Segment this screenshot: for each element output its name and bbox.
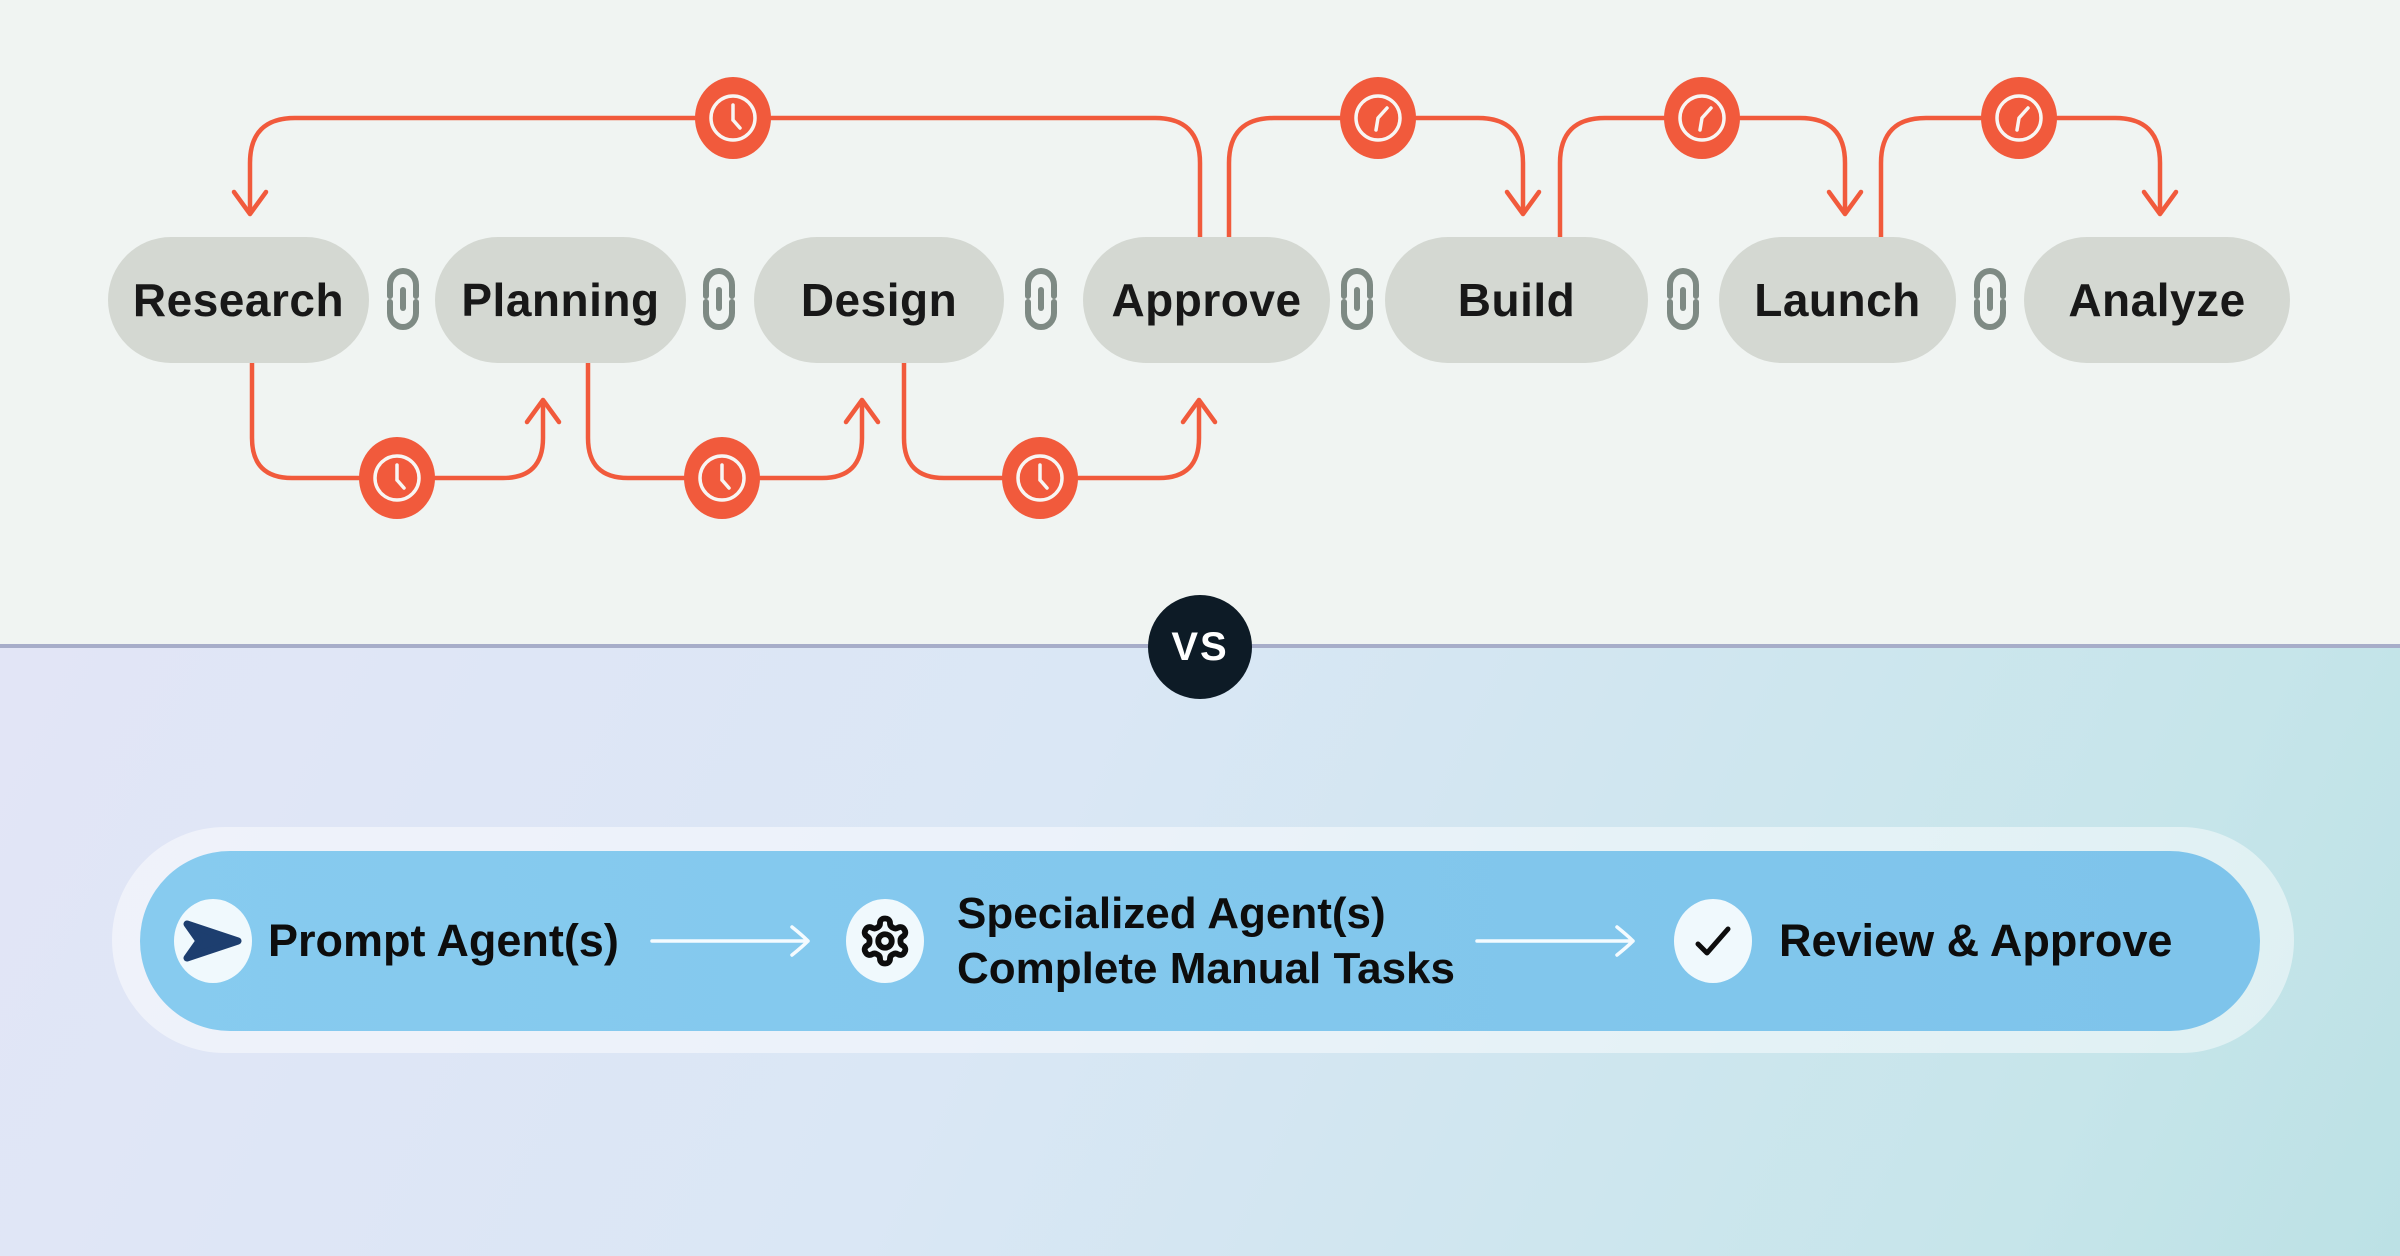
step-label: Analyze <box>2068 274 2246 326</box>
clock-icon <box>693 75 773 161</box>
step-pill-analyze: Analyze <box>2024 237 2290 363</box>
chain-link-icon <box>1028 271 1054 327</box>
arrowhead-down <box>2141 189 2179 217</box>
arrowhead-down <box>1826 189 1864 217</box>
agent-step-label-line2: Complete Manual Tasks <box>957 944 1455 993</box>
arrowhead-down <box>1504 189 1542 217</box>
arrowhead-up <box>1180 397 1218 425</box>
step-pill-build: Build <box>1385 237 1648 363</box>
flow-arrows-layer <box>231 75 2179 521</box>
arrowhead-down <box>231 189 269 217</box>
agent-flow-bar <box>140 851 2260 1031</box>
send-icon <box>183 920 242 962</box>
timer-icon <box>1338 75 1418 161</box>
agent-step-label-line1: Specialized Agent(s) <box>957 889 1386 938</box>
step-pill-planning: Planning <box>435 237 686 363</box>
agent-step-label: Review & Approve <box>1779 915 2173 966</box>
step-pill-launch: Launch <box>1719 237 1956 363</box>
step-pill-approve: Approve <box>1083 237 1330 363</box>
arrowhead-up <box>524 397 562 425</box>
clock-icon <box>682 435 762 521</box>
step-label: Planning <box>461 274 660 326</box>
flow-arrow-icon <box>650 925 810 957</box>
agent-step-label: Prompt Agent(s) <box>268 915 619 966</box>
gear-icon <box>861 915 909 967</box>
step-label: Approve <box>1111 274 1302 326</box>
clock-icon <box>357 435 437 521</box>
chain-link-icon <box>1670 271 1696 327</box>
check-icon <box>1695 926 1731 956</box>
step-label: Research <box>132 274 345 326</box>
agent-step-label-multiline: Specialized Agent(s) Complete Manual Tas… <box>957 851 1455 1031</box>
step-label: Launch <box>1754 274 1921 326</box>
chain-link-icon <box>706 271 732 327</box>
gear-icon-circle <box>846 899 924 983</box>
flow-arrow-icon <box>1475 925 1635 957</box>
vs-badge: VS <box>1148 595 1252 699</box>
clock-icon <box>1000 435 1080 521</box>
chain-link-icon <box>390 271 416 327</box>
step-pill-design: Design <box>754 237 1004 363</box>
step-label: Design <box>800 274 958 326</box>
chain-link-icon <box>1977 271 2003 327</box>
check-icon-circle <box>1674 899 1752 983</box>
chain-link-icon <box>1344 271 1370 327</box>
step-label: Build <box>1457 274 1576 326</box>
step-pill-research: Research <box>108 237 369 363</box>
arrowhead-up <box>843 397 881 425</box>
timer-icon <box>1662 75 1742 161</box>
vs-label: VS <box>1171 624 1229 669</box>
timer-icon <box>1979 75 2059 161</box>
send-icon-circle <box>174 899 252 983</box>
